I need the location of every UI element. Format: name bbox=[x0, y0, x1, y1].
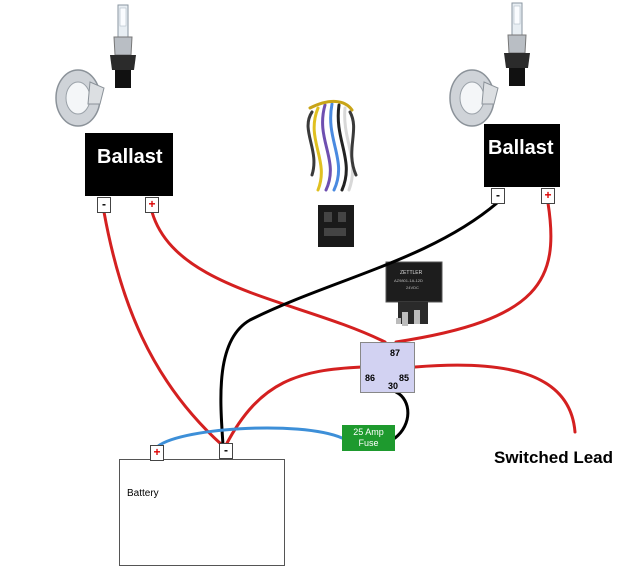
wire-left-ballast-neg bbox=[102, 210, 224, 447]
relay-photo-icon: ZETTLER AZ9801-1A-12D 24VDC bbox=[385, 261, 443, 326]
wiring-harness-icon bbox=[306, 100, 358, 192]
ballast-right: Ballast bbox=[484, 124, 560, 187]
bulb-socket-right-icon bbox=[449, 69, 499, 127]
bulb-socket-left-icon bbox=[55, 69, 105, 127]
battery-positive-terminal: + bbox=[150, 445, 164, 461]
ballast-right-positive-terminal: + bbox=[541, 188, 555, 204]
battery-negative-terminal: - bbox=[219, 443, 233, 459]
fuse: 25 Amp Fuse bbox=[342, 425, 395, 451]
wire-left-ballast-pos bbox=[150, 210, 387, 344]
ballast-right-negative-terminal: - bbox=[491, 188, 505, 204]
wire-switched-lead bbox=[413, 363, 577, 434]
svg-text:24VDC: 24VDC bbox=[406, 285, 419, 290]
ballast-left-negative-terminal: - bbox=[97, 197, 111, 213]
wire-battery-pos-to-fuse bbox=[154, 426, 344, 450]
ballast-right-label: Ballast bbox=[488, 137, 554, 159]
battery: Battery bbox=[119, 459, 285, 566]
relay-pin-85: 85 bbox=[399, 373, 410, 383]
fuse-label: Fuse bbox=[358, 438, 379, 448]
ballast-left-positive-terminal: + bbox=[145, 197, 159, 213]
ballast-left-label: Ballast bbox=[97, 146, 163, 168]
wire-relay30-to-fuse bbox=[393, 390, 410, 440]
fuse-rating: 25 Amp bbox=[353, 427, 384, 437]
relay-socket-icon bbox=[318, 205, 354, 247]
ballast-left: Ballast bbox=[85, 133, 173, 196]
switched-lead-label: Switched Lead bbox=[494, 448, 614, 467]
svg-text:ZETTLER: ZETTLER bbox=[400, 270, 423, 276]
svg-text:AZ9801-1A-12D: AZ9801-1A-12D bbox=[394, 278, 423, 283]
relay-pin-87: 87 bbox=[390, 348, 401, 358]
battery-label: Battery bbox=[127, 488, 159, 499]
relay-pin-30: 30 bbox=[388, 381, 399, 391]
relay-pin-86: 86 bbox=[365, 373, 376, 383]
hid-bulb-right-icon bbox=[504, 2, 530, 86]
wire-right-ballast-neg bbox=[219, 201, 499, 447]
relay-block: 87 86 85 30 bbox=[360, 342, 415, 393]
hid-bulb-left-icon bbox=[110, 4, 136, 88]
wire-right-ballast-pos bbox=[394, 201, 553, 344]
wire-relay86-to-neg bbox=[224, 365, 364, 447]
